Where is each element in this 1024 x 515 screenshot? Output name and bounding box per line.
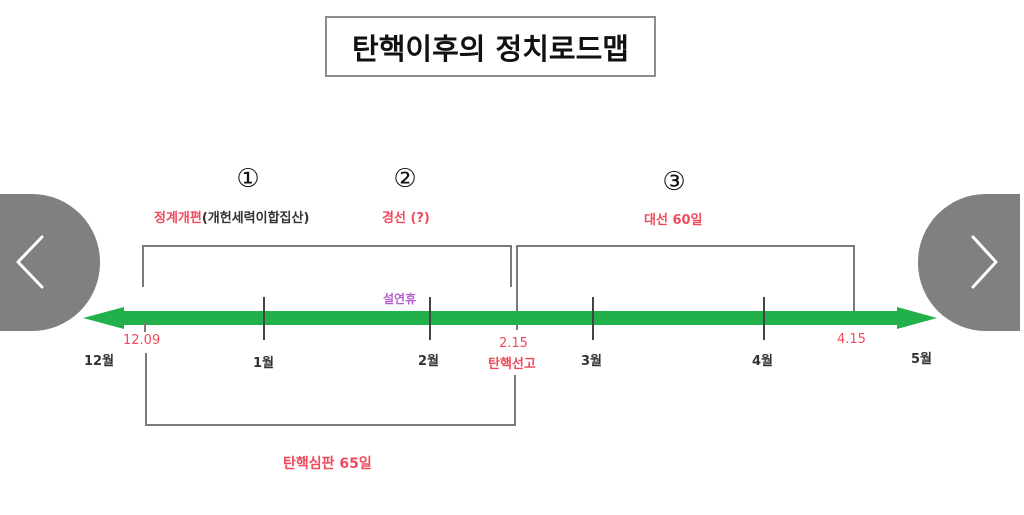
phase-1-label: 정계개편(개헌세력이합집산) [154, 207, 309, 226]
next-slide-button[interactable] [918, 194, 1020, 331]
holiday-label: 설연휴 [383, 292, 417, 306]
phase-1-number: ① [236, 164, 260, 194]
bracket-phase-3-right [853, 245, 855, 311]
month-label-dec: 12월 [84, 354, 115, 369]
bracket-phase-3-left [516, 245, 518, 330]
bracket-phase-1-left [142, 245, 144, 287]
prev-slide-button[interactable] [0, 194, 100, 331]
month-label-may: 5월 [911, 352, 933, 367]
phase-1-label-detail: (개헌세력이합집산) [201, 211, 310, 226]
bracket-phase-1-top [142, 245, 512, 247]
bracket-trial-left [145, 353, 147, 426]
timeline-arrow [83, 307, 937, 329]
tick-apr [763, 297, 765, 340]
month-label-apr: 4월 [752, 354, 774, 369]
trial-duration-label: 탄핵심판 65일 [283, 456, 372, 472]
phase-3-number: ③ [662, 167, 686, 197]
tick-mar [592, 297, 594, 340]
phase-3-label: 대선 60일 [644, 213, 703, 228]
event-date-verdict: 2.15 [499, 336, 528, 351]
chevron-left-icon [16, 235, 44, 289]
right-edge-strip [1020, 194, 1024, 331]
chevron-right-icon [971, 235, 998, 289]
bracket-phase-3-top [516, 245, 855, 247]
phase-2-number: ② [393, 164, 417, 194]
tick-jan [263, 297, 265, 340]
event-date-election: 4.15 [837, 332, 866, 347]
event-verdict-label: 탄핵선고 [488, 357, 536, 372]
tick-feb [429, 297, 431, 340]
month-label-jan: 1월 [253, 356, 275, 371]
tick-start [144, 322, 146, 332]
bracket-trial-right [514, 375, 516, 426]
phase-1-label-red: 정계개편 [154, 211, 202, 226]
month-label-mar: 3월 [581, 354, 603, 369]
event-date-start: 12.09 [123, 333, 161, 348]
bracket-trial-bottom [145, 424, 516, 426]
bracket-phase-1-right [510, 245, 512, 287]
month-label-feb: 2월 [418, 354, 440, 369]
diagram-title: 탄핵이후의 정치로드맵 [325, 16, 656, 77]
phase-2-label: 경선 (?) [382, 211, 430, 226]
